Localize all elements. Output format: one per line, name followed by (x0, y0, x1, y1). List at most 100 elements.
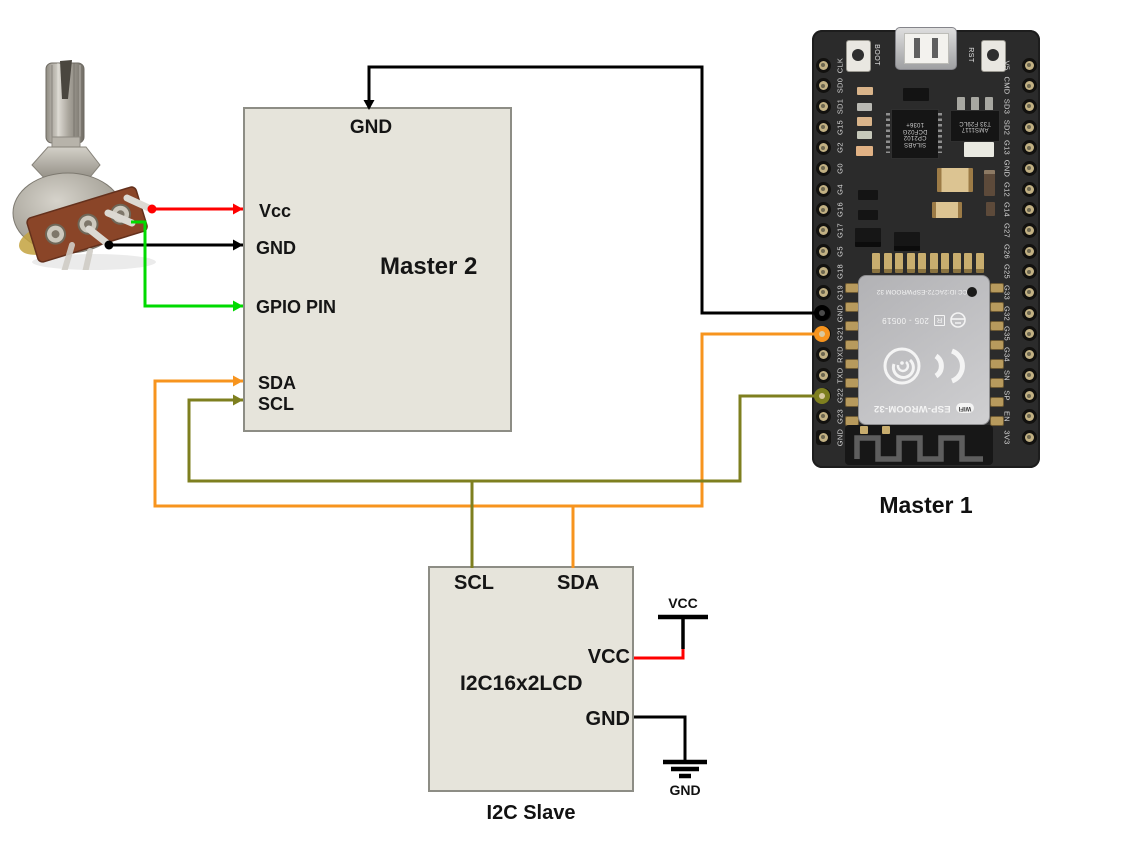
scl-arrow (233, 394, 243, 406)
boot-button[interactable] (846, 40, 871, 72)
esp32-pin-g33-r (1021, 284, 1037, 300)
module-pad (845, 302, 859, 312)
esp32-pin-gnd-l (815, 305, 831, 321)
esp32-pin-g5-l (815, 243, 831, 259)
module-pad (964, 253, 972, 273)
module-dot (967, 287, 977, 297)
esp32-pin-sn-r (1021, 367, 1037, 383)
cert-arcs-icon (934, 348, 965, 384)
master2-top-gnd-label: GND (349, 117, 393, 138)
esp32-pin-sd2-r (1021, 119, 1037, 135)
master2-sda-label: SDA (258, 373, 297, 393)
master2-gnd-label: GND (256, 238, 296, 258)
master2-box: GND Vcc GND Master 2 GPIO PIN SDA SCL (243, 107, 512, 432)
esp32-pin-sd1-l (815, 98, 831, 114)
transistor (894, 232, 920, 251)
esp32-pin-sp-r (1021, 388, 1037, 404)
module-pad (906, 253, 915, 273)
esp32-pin-g17-l (815, 222, 831, 238)
esp32-pin-g16-l (815, 202, 831, 218)
esp32-pin-g19-l (815, 284, 831, 300)
module-pad (895, 253, 903, 273)
gnd-symbol-label: GND (669, 782, 701, 798)
esp32-pin-cmd-r (1021, 78, 1037, 94)
cert-circle-icon (950, 312, 967, 329)
usb-connector (895, 27, 957, 70)
module-pad (845, 397, 859, 407)
master1-caption: Master 1 (879, 492, 973, 518)
smd-component (903, 88, 929, 101)
esp32-pin-g23-l (815, 408, 831, 424)
wifi-logo: WIFI (955, 403, 975, 414)
module-pad (918, 253, 926, 273)
i2c-slave-caption: I2C Slave (486, 802, 576, 824)
vcc-symbol-label: VCC (668, 595, 698, 611)
lcd-scl-label: SCL (454, 572, 494, 594)
module-fcc-line: FCC ID:2AC72-ESPWROOM 32 (876, 288, 972, 296)
module-pad (990, 416, 1004, 426)
reset-button[interactable] (981, 40, 1006, 72)
antenna-trace (854, 435, 983, 462)
module-pad (929, 253, 938, 273)
lcd-vcc-red-wire (634, 647, 685, 660)
module-pad (990, 283, 1004, 293)
esp32-pin-rxd-l (815, 346, 831, 362)
sda-arrow (233, 375, 243, 387)
esp32-pin-label: GND (835, 428, 845, 446)
module-pad (845, 321, 859, 331)
capacitor (984, 170, 995, 196)
esp32-pin-g34-r (1021, 346, 1037, 362)
master2-gpio-label: GPIO PIN (256, 297, 337, 317)
module-pad (990, 340, 1004, 350)
esp32-pin-g13-r (1021, 140, 1037, 156)
esp32-pin-g21-l (815, 326, 831, 342)
esp32-pin-sd0-l (815, 78, 831, 94)
esp32-pin-g18-l (815, 264, 831, 280)
transistor (855, 228, 881, 247)
esp32-pin-clk-l (815, 57, 831, 73)
esp32-pin-gnd-l (815, 429, 831, 445)
esp32-pin-g14-r (1021, 202, 1037, 218)
vcc-arrow (233, 203, 243, 215)
module-pad (990, 397, 1004, 407)
pot-stray-legs (61, 242, 93, 270)
boot-button-label: BOOT (873, 44, 880, 66)
module-pad (990, 321, 1004, 331)
module-pad (990, 378, 1004, 388)
esp32-pin-g4-l (815, 181, 831, 197)
module-name: ESP-WROOM-32 (873, 403, 951, 414)
module-pad (845, 359, 859, 369)
esp-wroom-32-module: WIFI ESP-WROOM-32 (858, 275, 990, 425)
gnd-arrow (233, 239, 243, 251)
esp32-pin-g0-l (815, 160, 831, 176)
module-serial: 205 - 00519 (881, 315, 929, 325)
lcd-vcc-label: VCC (587, 646, 630, 668)
smd-component (857, 87, 873, 95)
capacitor (932, 202, 962, 218)
gpio-arrow (233, 300, 243, 312)
i2c-slave-box: SCL SDA VCC I2C16x2LCD GND (428, 566, 634, 792)
smd-component (856, 146, 873, 156)
lcd-gnd-wire (634, 715, 687, 761)
smd-component (857, 103, 872, 111)
esp32-pin-gnd-r (1021, 160, 1037, 176)
module-pad (845, 378, 859, 388)
module-pad (883, 253, 892, 273)
module-pad (990, 302, 1004, 312)
pot-shaft (45, 60, 85, 144)
esp32-pin-g15-l (815, 119, 831, 135)
module-pad (952, 253, 961, 273)
registered-mark: R (933, 314, 946, 326)
esp32-pin-g22-l (815, 388, 831, 404)
master2-title: Master 2 (380, 253, 478, 280)
module-pad (941, 253, 949, 273)
module-pad (975, 253, 984, 273)
esp32-pin-v5-r (1021, 57, 1037, 73)
smd-component (857, 131, 872, 139)
esp32-pin-g35-r (1021, 326, 1037, 342)
esp32-pin-g25-r (1021, 264, 1037, 280)
module-pad (872, 253, 880, 273)
